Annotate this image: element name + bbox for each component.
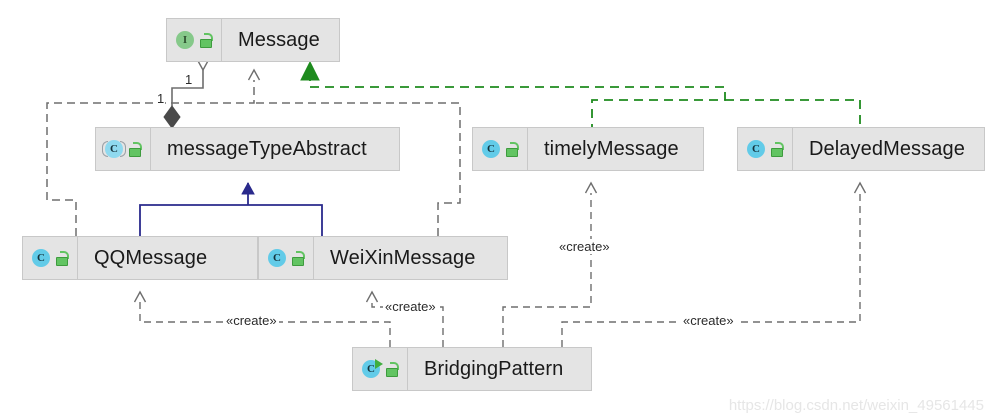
node-icon-gutter: C xyxy=(259,237,314,279)
class-node-message[interactable]: I Message xyxy=(166,18,340,62)
node-icon-gutter: C xyxy=(96,128,151,170)
node-icon-gutter: C xyxy=(353,348,408,390)
watermark-text: https://blog.csdn.net/weixin_49561445 xyxy=(728,397,984,414)
unlocked-lock-icon xyxy=(200,32,213,48)
class-node-delayedmessage[interactable]: C DelayedMessage xyxy=(737,127,985,171)
abstract-class-icon: C xyxy=(102,139,126,159)
interface-icon: I xyxy=(175,30,195,50)
edge-bridging-to-timelymessage xyxy=(502,183,591,347)
node-icon-gutter: C xyxy=(23,237,78,279)
class-node-qqmessage[interactable]: C QQMessage xyxy=(22,236,258,280)
unlocked-lock-icon xyxy=(506,141,519,157)
edge-label-create-delayedmessage: «create» xyxy=(681,313,736,328)
edge-weixinmessage-to-message xyxy=(254,102,461,236)
class-node-label: WeiXinMessage xyxy=(330,246,476,269)
runnable-class-icon: C xyxy=(361,359,383,379)
class-node-weixinmessage[interactable]: C WeiXinMessage xyxy=(258,236,508,280)
class-icon: C xyxy=(31,248,51,268)
class-node-label: BridgingPattern xyxy=(424,357,564,380)
unlocked-lock-icon xyxy=(56,250,69,266)
edge-qqmessage-to-message xyxy=(46,70,254,236)
class-node-label: messageTypeAbstract xyxy=(167,137,367,160)
multiplicity-label-target: 1 xyxy=(156,91,166,106)
class-node-bridgingpattern[interactable]: C BridgingPattern xyxy=(352,347,592,391)
edge-label-create-qqmessage: «create» xyxy=(224,313,279,328)
unlocked-lock-icon xyxy=(771,141,784,157)
node-icon-gutter: I xyxy=(167,19,222,61)
class-icon: C xyxy=(267,248,287,268)
class-node-label: QQMessage xyxy=(94,246,208,269)
class-node-messagetypeabstract[interactable]: C messageTypeAbstract xyxy=(95,127,400,171)
node-icon-gutter: C xyxy=(738,128,793,170)
unlocked-lock-icon xyxy=(292,250,305,266)
class-icon: C xyxy=(746,139,766,159)
edge-green-realizations xyxy=(300,60,861,127)
node-icon-gutter: C xyxy=(473,128,528,170)
class-node-timelymessage[interactable]: C timelyMessage xyxy=(472,127,704,171)
edge-label-create-weixinmessage: «create» xyxy=(383,299,438,314)
edge-blue-generalizations xyxy=(139,183,323,236)
multiplicity-label-source: 1 xyxy=(184,72,194,87)
class-node-label: Message xyxy=(238,28,320,51)
class-node-label: DelayedMessage xyxy=(809,137,965,160)
edge-label-create-timelymessage: «create» xyxy=(557,239,612,254)
unlocked-lock-icon xyxy=(386,361,399,377)
unlocked-lock-icon xyxy=(129,141,142,157)
class-icon: C xyxy=(481,139,501,159)
class-node-label: timelyMessage xyxy=(544,137,679,160)
